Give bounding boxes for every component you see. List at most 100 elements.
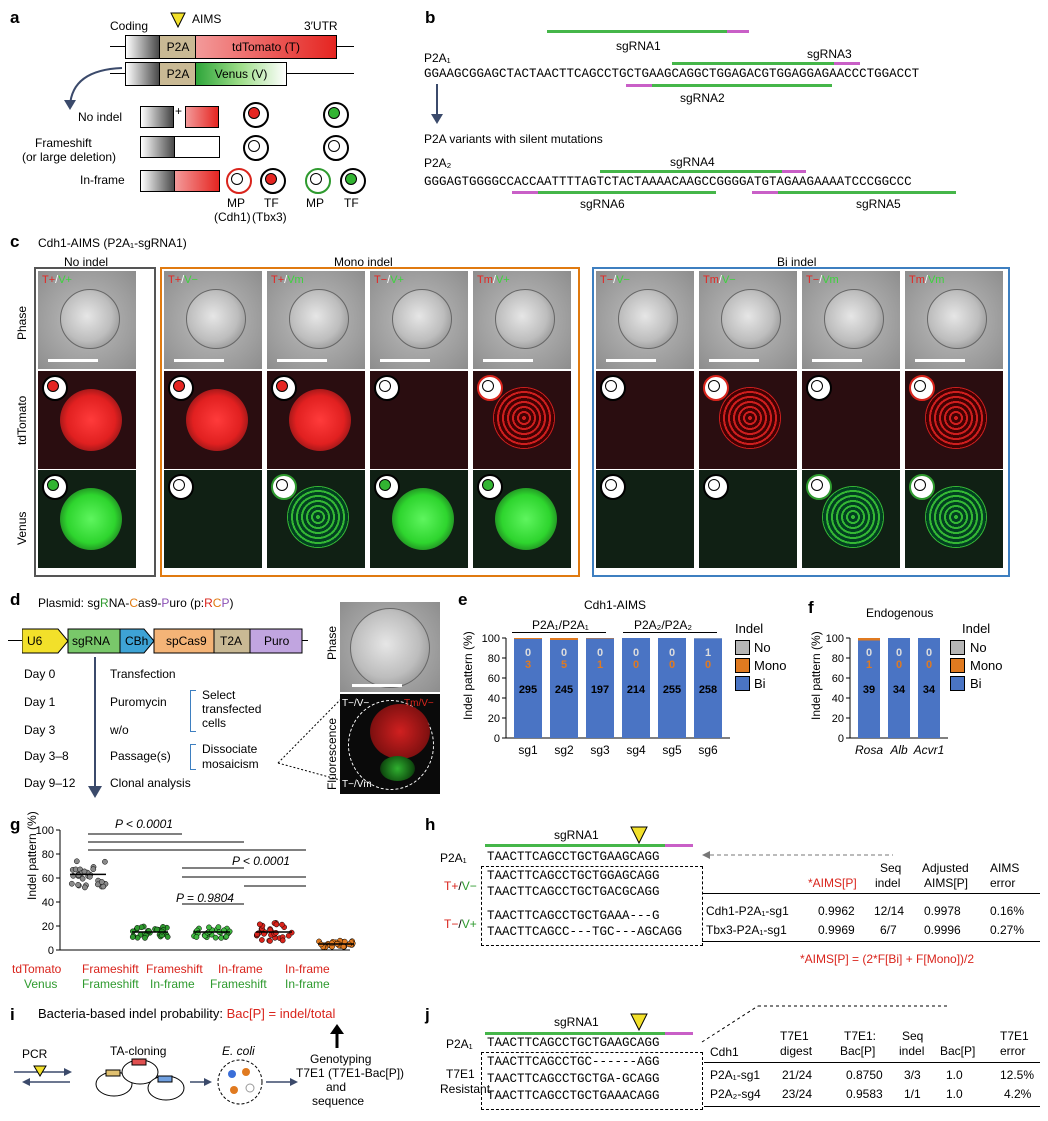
bracket-dissociate (190, 744, 196, 770)
bar-segment-bi (514, 639, 542, 738)
h-row1-adj: 0.9978 (924, 904, 961, 918)
data-point (90, 866, 97, 873)
phase-image: T+/Vm (267, 271, 365, 369)
tdtomato-image (473, 371, 571, 469)
venus-box: Venus (V) (195, 62, 287, 86)
phase-image: T−/Vm (802, 271, 900, 369)
no-indel-bar-b (185, 106, 219, 128)
cell-icon (703, 474, 729, 500)
panel-label-e: e (458, 590, 468, 609)
h-tv-2: T−/V+ (444, 917, 477, 931)
cell-icon-tf-green (340, 168, 366, 194)
j-seq-box (481, 1052, 703, 1110)
bar-label-no: 0 (633, 647, 639, 659)
data-point (267, 938, 273, 944)
day-1: Day 1 (24, 695, 56, 709)
variants-label: P2A variants with silent mutations (424, 132, 603, 146)
day-0: Day 0 (24, 667, 56, 681)
sgrna5-pam (752, 191, 778, 194)
i-pcr: PCR (22, 1047, 48, 1061)
bar-segment-bi (658, 638, 686, 738)
bracket-select (190, 690, 196, 732)
venus-image (370, 470, 468, 568)
p2a-box-top: P2A (159, 35, 197, 59)
h-hdr-aims-error-1: AIMS (990, 861, 1020, 875)
cell-icon (806, 474, 832, 500)
bar-label-bi: 34 (893, 684, 906, 696)
panel-label-j: j (425, 1005, 430, 1024)
coding-box-bottom (125, 62, 161, 86)
genotype-label: T+/Vm (271, 274, 304, 286)
genotype-label: T+/V− (168, 274, 198, 286)
phase-image: T+/V+ (38, 271, 136, 369)
j-row1-err: 12.5% (1000, 1068, 1035, 1082)
j-hdr-err-1: T7E1 (1000, 1029, 1029, 1043)
bar-label-mono: 5 (561, 659, 567, 671)
phase-image: Tm/Vm (905, 271, 1003, 369)
h-hdr-aims-error-2: error (990, 876, 1016, 890)
data-point (215, 924, 222, 930)
data-point (142, 935, 148, 941)
panel-label-b: b (425, 8, 436, 27)
bar-segment-bi (586, 638, 614, 738)
bar-label-no: 0 (866, 647, 872, 659)
legend-swatch-no (735, 640, 750, 655)
fluor-label-2: Tm/V− (404, 698, 434, 709)
no-indel-box (34, 267, 156, 577)
sgrna1-bar (547, 30, 727, 33)
category-label: Alb (889, 743, 908, 757)
j-row2-digest: 23/24 (782, 1087, 813, 1101)
y-tick-label: 100 (826, 633, 844, 645)
j-hdr-err-2: error (1000, 1044, 1026, 1058)
h-hdr-indel: indel (875, 876, 901, 890)
zoom-lines (277, 699, 341, 781)
y-tick-label: 80 (488, 653, 500, 665)
data-point (279, 937, 286, 944)
j-p2a1-label: P2A₁ (446, 1037, 473, 1051)
chart-e-group1-line (512, 632, 606, 633)
venus-image (802, 470, 900, 568)
cell-icon-empty (323, 135, 349, 161)
j-row1-digest: 21/24 (782, 1068, 813, 1082)
data-point (193, 934, 200, 940)
cell-icon (477, 375, 503, 401)
j-row1-bac: 0.8750 (846, 1068, 883, 1082)
frameshift-bar-a (140, 136, 176, 158)
i-ecoli: E. coli (222, 1044, 255, 1058)
cell-icon (271, 474, 297, 500)
inframe-bar-a (140, 170, 176, 192)
y-tick-label: 100 (482, 633, 500, 645)
genotype-label: T+/V+ (42, 274, 72, 286)
j-row1-name: P2A₁-sg1 (710, 1068, 761, 1082)
bar-label-mono: 1 (597, 659, 603, 671)
h-seq-1: TAACTTCAGCCTGCTGGAGCAGG (487, 869, 660, 883)
i-title-text: Bacteria-based indel probability: (38, 1006, 227, 1021)
bar-label-bi: 197 (591, 684, 609, 696)
y-tick-label: 60 (488, 673, 500, 685)
plus-sign: + (175, 104, 183, 118)
bar-segment-mono (550, 638, 578, 640)
y-tick-label: 40 (42, 897, 54, 909)
fluor-label-1: T−/V− (342, 698, 370, 709)
bar-segment-bi (694, 638, 722, 738)
sgrna6-bar (538, 191, 716, 194)
j-hdr-t7-2: digest (780, 1044, 813, 1058)
bar-label-mono: 0 (669, 659, 675, 671)
panel-label-f: f (808, 598, 814, 617)
sgrna5-bar (778, 191, 956, 194)
tdtomato-image (370, 371, 468, 469)
i-geno4: sequence (312, 1094, 365, 1108)
p2a1-sequence: GGAAGCGGAGCTACTAACTTCAGCCTGCTGAAGCAGGCTG… (424, 67, 920, 81)
data-point (256, 921, 263, 928)
h-table-rule (702, 893, 1040, 894)
venus-image (267, 470, 365, 568)
data-point (81, 868, 88, 875)
panel-label-d: d (10, 590, 21, 609)
legend-no: No (754, 640, 771, 655)
bar-label-no: 0 (561, 647, 567, 659)
data-point (259, 937, 265, 943)
tdtomato-image (596, 371, 694, 469)
mosaicism-label: mosaicism (202, 757, 259, 771)
j-sgrna-pam (665, 1032, 693, 1035)
